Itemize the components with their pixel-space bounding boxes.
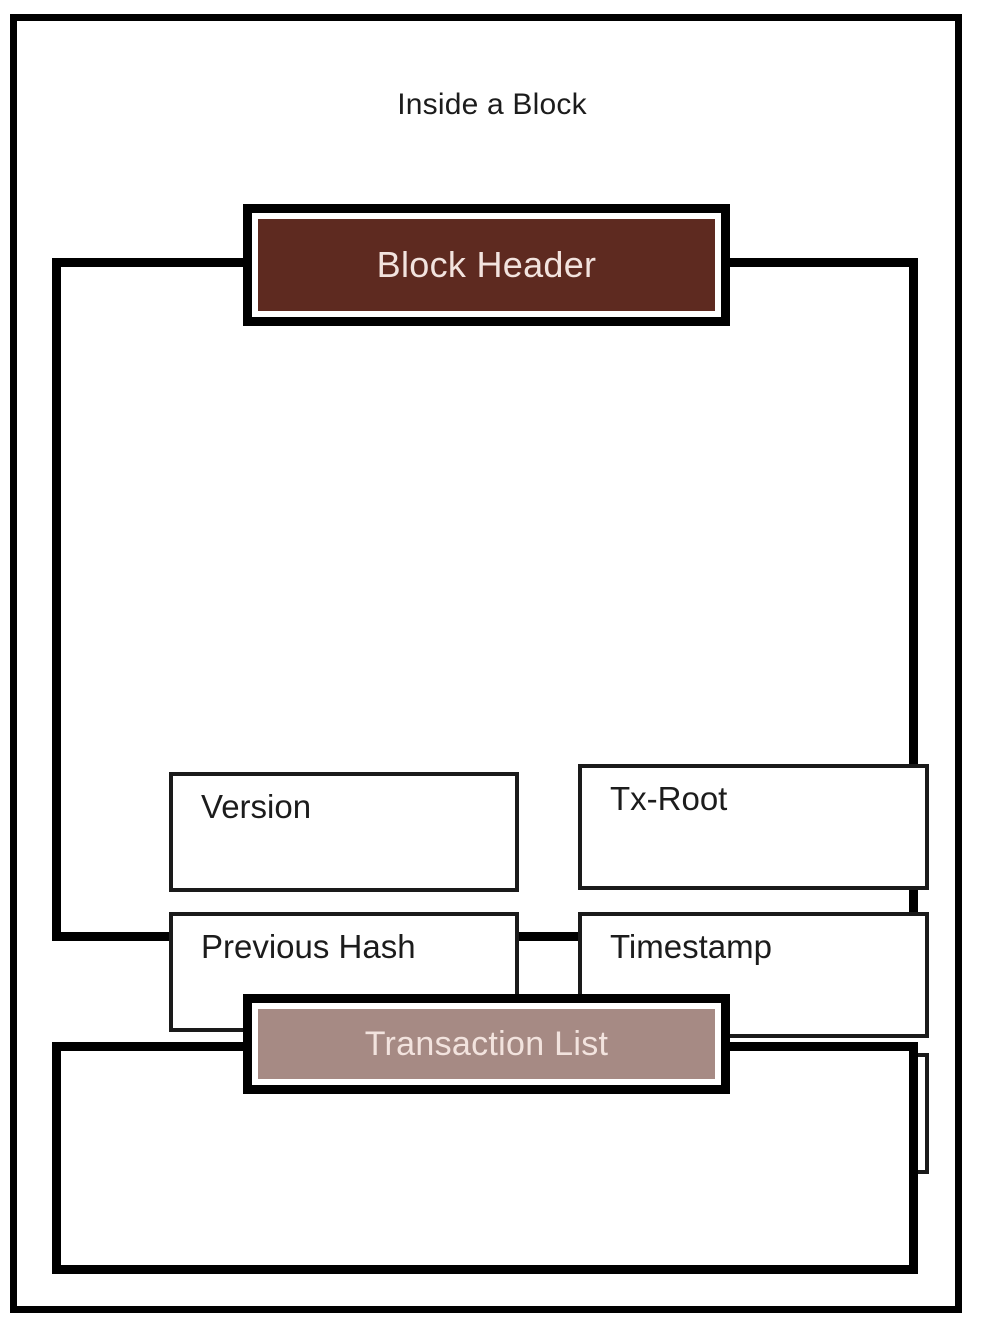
- transaction-list-banner-label: Transaction List: [258, 1009, 715, 1079]
- field-tx-root: Tx-Root: [578, 764, 929, 890]
- block-header-banner: Block Header: [243, 204, 730, 326]
- block-header-banner-label: Block Header: [258, 219, 715, 311]
- field-timestamp: Timestamp: [578, 912, 929, 1038]
- page-title: Inside a Block: [397, 88, 587, 121]
- block-header-section: Version Previous Hash Bits Tx-Root Times…: [52, 258, 929, 1174]
- transaction-list-banner: Transaction List: [243, 994, 730, 1094]
- field-version: Version: [169, 772, 519, 892]
